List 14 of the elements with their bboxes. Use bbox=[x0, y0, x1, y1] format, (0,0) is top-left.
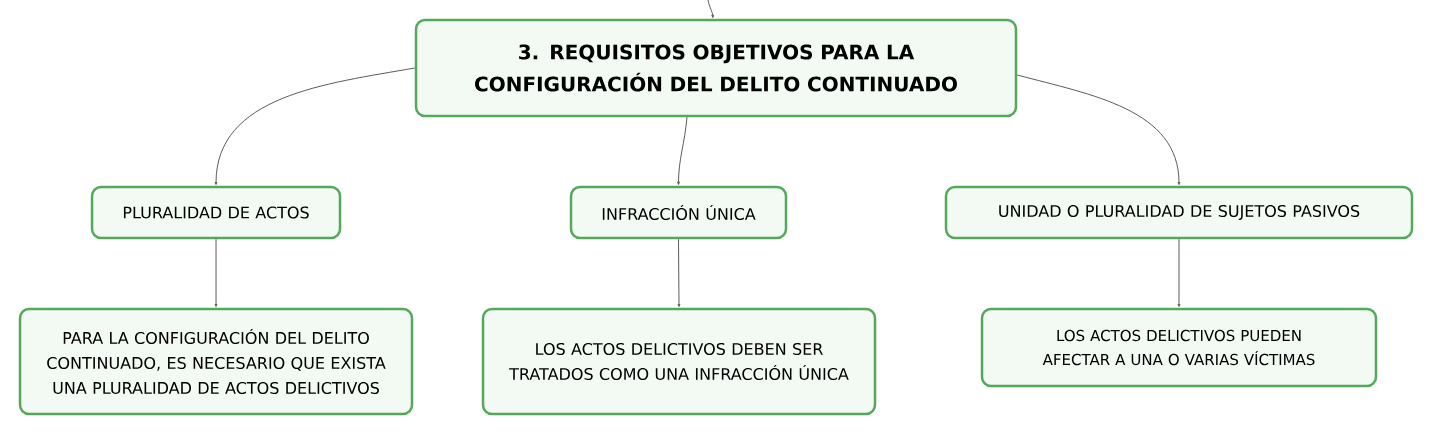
arrow bbox=[1177, 238, 1181, 308]
concept-box: PLURALIDAD DE ACTOS bbox=[90, 185, 342, 240]
concept-box: PARA LA CONFIGURACIÓN DEL DELITO CONTINUADO, ES NECESARIO QUE EXISTA UNA PLURALIDAD DE ACTOS DELICTIVOS bbox=[18, 307, 414, 416]
concept-box: LOS ACTOS DELICTIVOS DEBEN SER TRATADOS COMO UNA INFRACCIÓN ÚNICA bbox=[481, 307, 877, 416]
arrow bbox=[1016, 74, 1181, 186]
arrow bbox=[214, 238, 218, 308]
arrow bbox=[677, 238, 681, 308]
topic-box: 3. REQUISITOS OBJETIVOS PARA LA CONFIGURACIÓN DEL DELITO CONTINUADO bbox=[414, 18, 1018, 118]
concept-box: LOS ACTOS DELICTIVOS PUEDEN AFECTAR A UNA O VARIAS VÍCTIMAS bbox=[980, 307, 1378, 388]
concept-box: INFRACCIÓN ÚNICA bbox=[569, 185, 788, 240]
arrow bbox=[214, 67, 416, 186]
arrow bbox=[707, 0, 715, 19]
arrow bbox=[677, 116, 688, 186]
concept-box: UNIDAD O PLURALIDAD DE SUJETOS PASIVOS bbox=[944, 185, 1414, 240]
